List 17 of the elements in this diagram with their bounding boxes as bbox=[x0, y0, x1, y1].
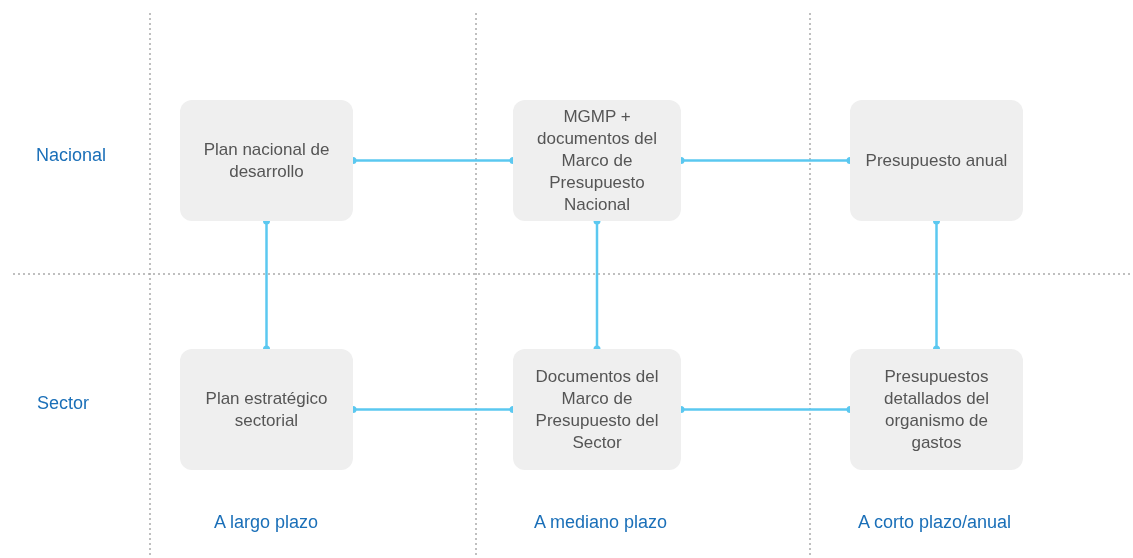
rounded-box bbox=[850, 100, 1023, 221]
box-label: Documentos del Marco de Presupuesto del Sector bbox=[534, 365, 660, 454]
column-label: A largo plazo bbox=[214, 512, 319, 533]
column-label: A mediano plazo bbox=[534, 512, 668, 533]
row-label: Sector bbox=[37, 393, 90, 414]
row-label: Nacional bbox=[36, 145, 107, 166]
rounded-box bbox=[513, 349, 681, 470]
box-label: Presupuestos detallados del organismo de gastos bbox=[883, 365, 990, 454]
column-label: A corto plazo/anual bbox=[858, 512, 1012, 533]
rounded-box bbox=[180, 100, 353, 221]
rounded-box bbox=[180, 349, 353, 470]
rounded-box bbox=[850, 349, 1023, 470]
box-label: Presupuesto anual bbox=[865, 149, 1008, 172]
box-label: Plan nacional de desarrollo bbox=[202, 138, 331, 183]
rounded-box bbox=[513, 100, 681, 221]
box-label: MGMP + documentos del Marco de Presupuesto Nacional bbox=[536, 105, 658, 216]
box-label: Plan estratégico sectorial bbox=[204, 387, 329, 432]
